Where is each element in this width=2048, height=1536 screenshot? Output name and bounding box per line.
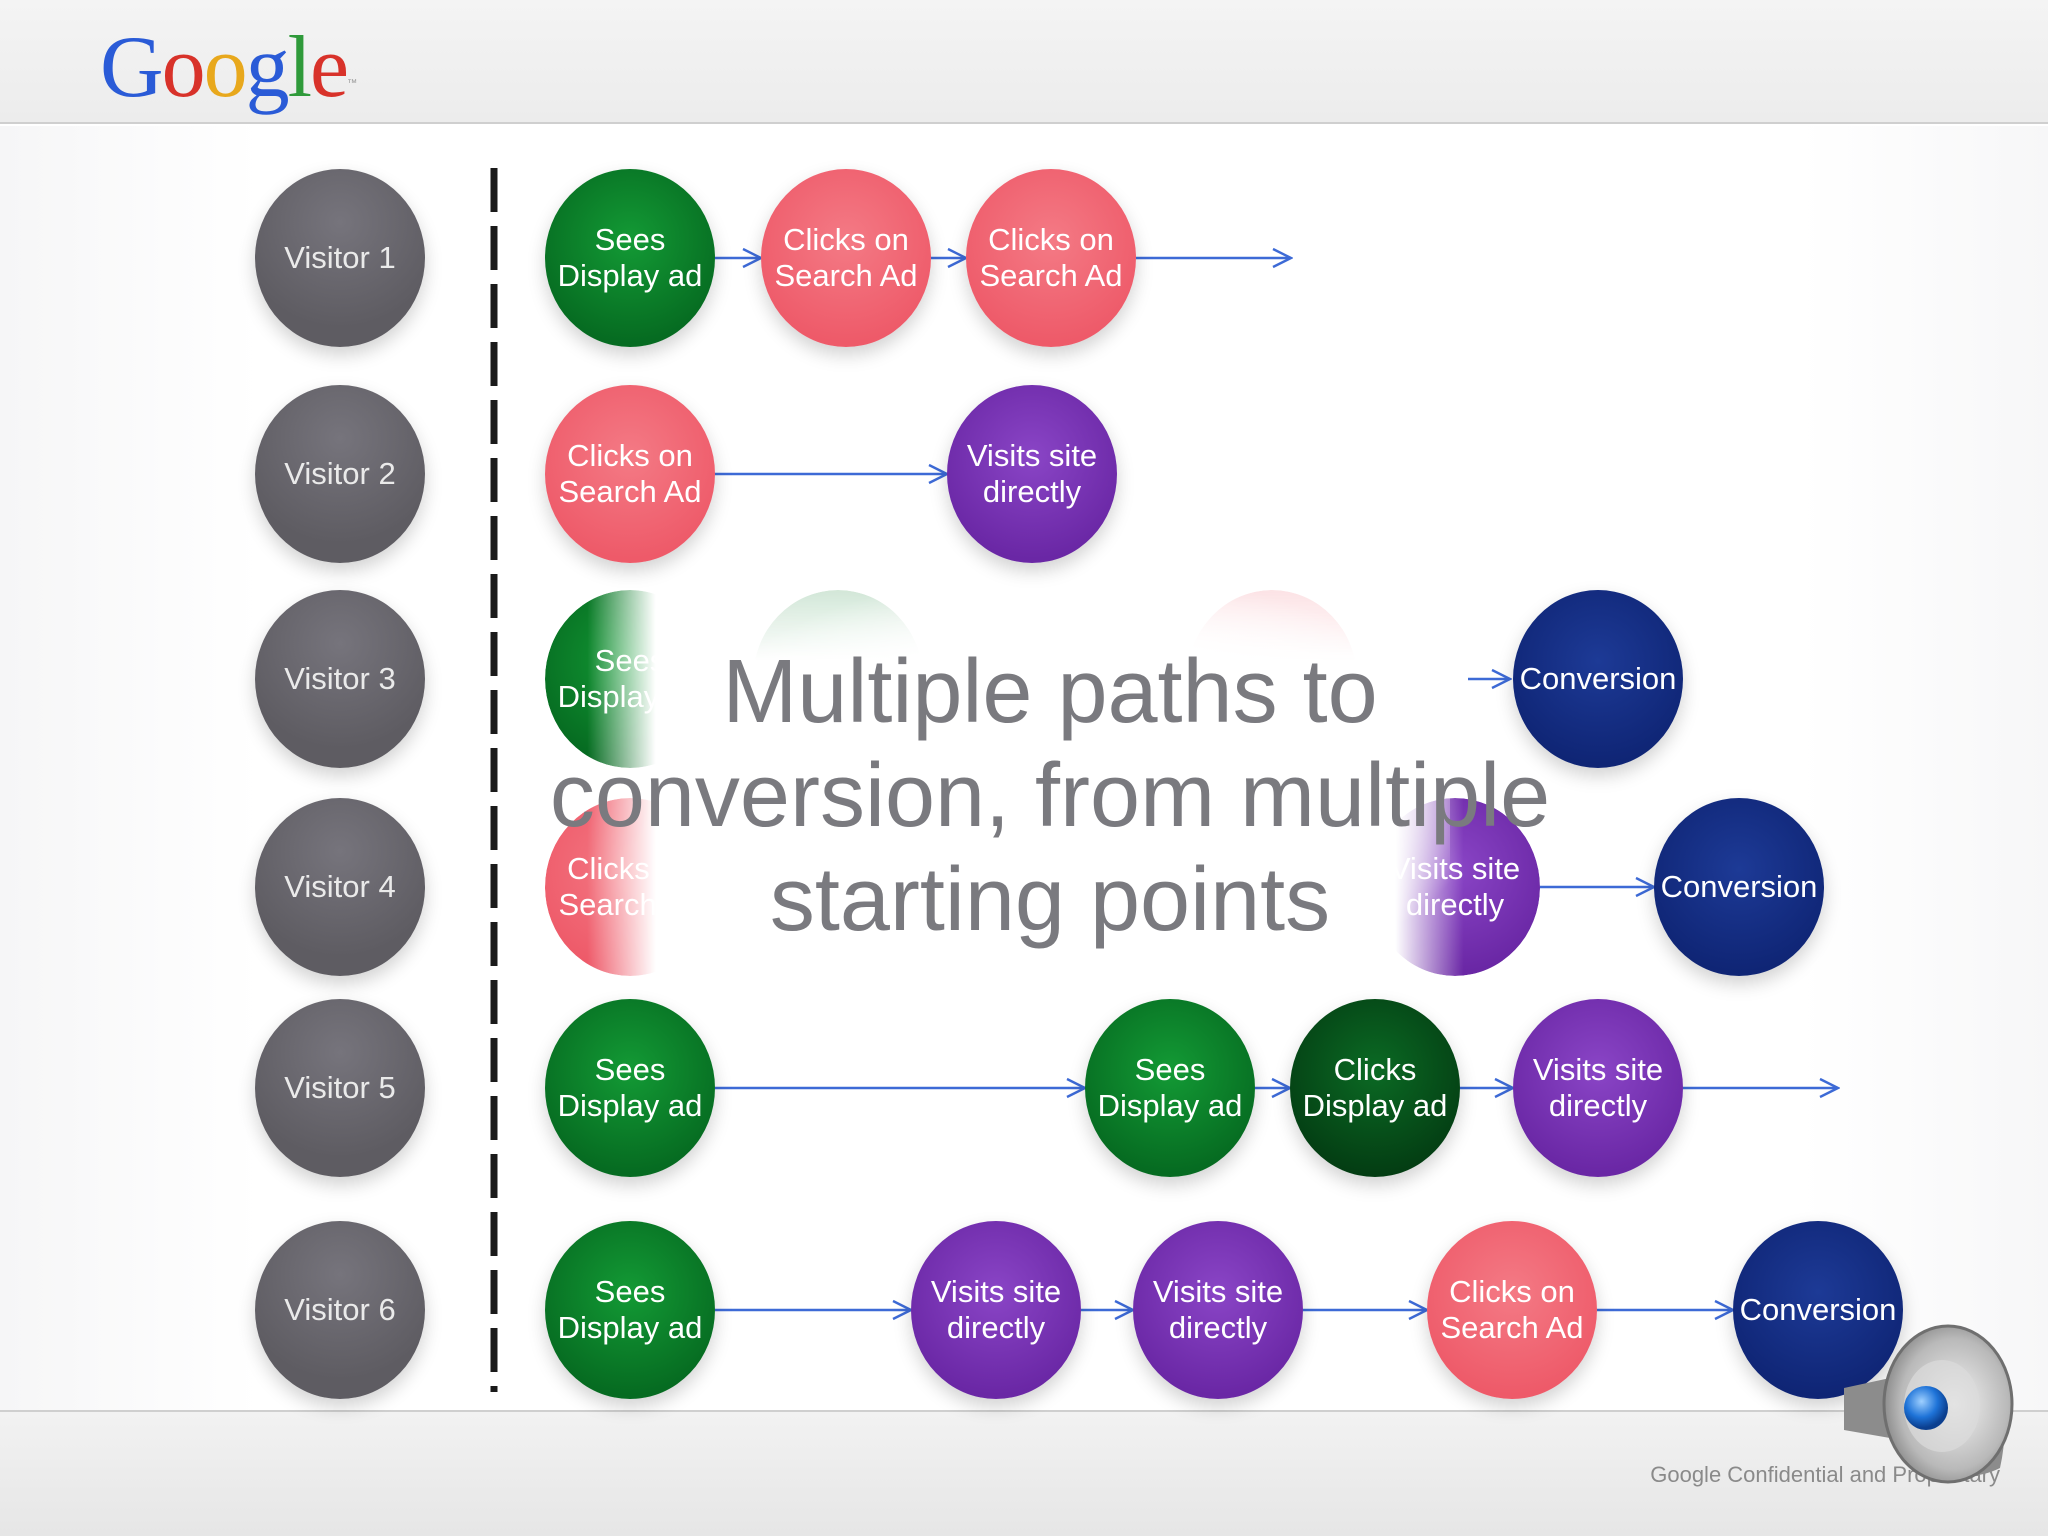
step-node-conversion: Conversion: [1733, 1221, 1903, 1399]
step-node-clicks-search: Clicks on Search Ad: [761, 169, 931, 347]
slide-footer: Google Confidential and Proprietary: [0, 1410, 2048, 1536]
step-node-clicks-search: Clicks on Search Ad: [545, 385, 715, 563]
speaker-icon[interactable]: [1830, 1318, 2020, 1498]
visitor-node: Visitor 3: [255, 590, 425, 768]
google-logo: Google™: [100, 19, 358, 116]
visitor-node: Visitor 1: [255, 169, 425, 347]
title-backdrop: [690, 590, 1450, 990]
visitor-node-label: Visitor 5: [284, 1070, 396, 1105]
step-node-clicks-display-label: Clicks Display ad: [1302, 1052, 1448, 1123]
visitor-node-label: Visitor 3: [284, 661, 396, 696]
step-node-conversion: Conversion: [1513, 590, 1683, 768]
step-node-sees-display-label: Sees Display ad: [557, 643, 703, 714]
visitor-node: Visitor 4: [255, 798, 425, 976]
step-node-clicks-search-label: Clicks on Search Ad: [774, 222, 918, 293]
step-node-sees-display: Sees Display ad: [545, 590, 715, 768]
slide-header: Google™: [0, 0, 2048, 124]
visitor-node: Visitor 2: [255, 385, 425, 563]
step-node-clicks-search: Clicks on Search Ad: [966, 169, 1136, 347]
step-node-clicks-search-label: Clicks on Search Ad: [558, 851, 702, 922]
slide-title: Multiple paths to conversion, from multi…: [549, 642, 1551, 950]
step-node-sees-display: Sees Display ad: [545, 169, 715, 347]
step-node-clicks-search: Clicks on Search Ad: [1427, 1221, 1597, 1399]
step-node-sees-display: Sees Display ad: [545, 1221, 715, 1399]
step-node-sees-display-label: Sees Display ad: [557, 1274, 703, 1345]
step-node-conversion: Conversion: [1654, 798, 1824, 976]
visitor-node: Visitor 6: [255, 1221, 425, 1399]
step-node-conversion-label: Conversion: [1660, 869, 1818, 904]
step-node-sees-display-label: Sees Display ad: [557, 1052, 703, 1123]
step-node-visits-site-label: Visits site directly: [1152, 1274, 1284, 1345]
visitor-node-label: Visitor 6: [284, 1292, 396, 1327]
step-node-sees-display-label: Sees Display ad: [557, 222, 703, 293]
step-node-conversion-label: Conversion: [1739, 1292, 1897, 1327]
step-node-visits-site: Visits site directly: [1513, 999, 1683, 1177]
step-node-visits-site-label: Visits site directly: [930, 1274, 1062, 1345]
step-node-clicks-search-label: Clicks on Search Ad: [1440, 1274, 1584, 1345]
step-node-clicks-search-label: Clicks on Search Ad: [558, 438, 702, 509]
visitor-node-label: Visitor 2: [284, 456, 396, 491]
step-node-conversion-label: Conversion: [1519, 661, 1677, 696]
visitor-node-label: Visitor 1: [284, 240, 396, 275]
step-node-sees-display-label: Sees Display ad: [1097, 1052, 1243, 1123]
step-node-clicks-search: Clicks on Search Ad: [545, 798, 715, 976]
step-node-sees-display: Sees Display ad: [1085, 999, 1255, 1177]
visitor-node: Visitor 5: [255, 999, 425, 1177]
step-node-visits-site-label: Visits site directly: [1532, 1052, 1664, 1123]
step-node-visits-site: Visits site directly: [947, 385, 1117, 563]
step-node-visits-site-label: Visits site directly: [966, 438, 1098, 509]
step-node-sees-display: Sees Display ad: [545, 999, 715, 1177]
visitor-node-label: Visitor 4: [284, 869, 396, 904]
step-node-clicks-search-label: Clicks on Search Ad: [979, 222, 1123, 293]
step-node-clicks-display: Clicks Display ad: [1290, 999, 1460, 1177]
step-node-visits-site: Visits site directly: [1133, 1221, 1303, 1399]
step-node-visits-site: Visits site directly: [911, 1221, 1081, 1399]
